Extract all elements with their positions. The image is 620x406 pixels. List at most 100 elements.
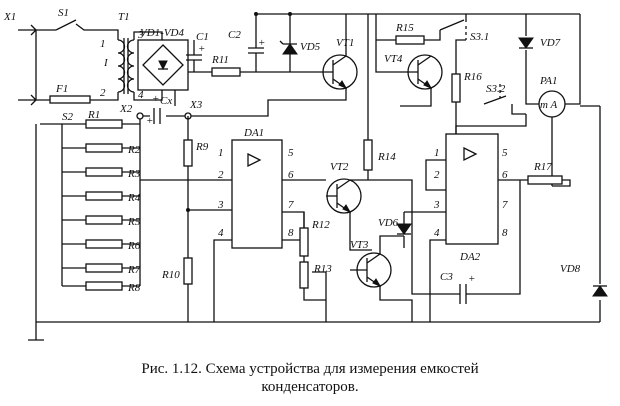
label-r9: R9 — [195, 141, 209, 153]
label-da1-pin8: 8 — [288, 227, 294, 239]
transformer-t1 — [117, 38, 135, 94]
label-s3-1: S3.1 — [470, 31, 489, 43]
label-da2-pin7: 7 — [502, 199, 508, 211]
label-winding-4: 4 — [138, 89, 144, 101]
wire-da2-inputs — [425, 159, 446, 322]
label-da2: DA2 — [459, 251, 481, 263]
resistor-r1[interactable] — [85, 119, 123, 129]
diode-vd6[interactable] — [396, 212, 412, 248]
label-vt4: VT4 — [384, 53, 403, 65]
junction-c2-top — [254, 12, 258, 16]
resistor-r15[interactable] — [395, 35, 425, 45]
label-r17: R17 — [533, 161, 552, 173]
resistor-r4[interactable] — [85, 191, 123, 201]
label-r10: R10 — [161, 269, 180, 281]
label-s1: S1 — [58, 7, 69, 19]
resistor-r11[interactable] — [211, 67, 241, 77]
resistor-r2[interactable] — [85, 143, 123, 153]
label-vd6: VD6 — [378, 217, 399, 229]
resistor-r7[interactable] — [85, 263, 123, 273]
label-f1: F1 — [55, 83, 68, 95]
label-x3: X3 — [189, 99, 203, 111]
label-vd5: VD5 — [300, 41, 321, 53]
terminal-x2[interactable] — [136, 112, 144, 120]
wire-ladder-right — [122, 123, 141, 287]
resistor-r17[interactable] — [527, 175, 563, 185]
wire-common-left — [35, 124, 600, 323]
label-da1-pin3: 3 — [217, 199, 224, 211]
resistor-r6[interactable] — [85, 239, 123, 249]
label-da2-pin4: 4 — [434, 227, 440, 239]
label-da1-pin4: 4 — [218, 227, 224, 239]
transistor-vt1[interactable] — [322, 54, 358, 90]
label-cx: Cx — [160, 95, 172, 107]
label-da2-pin1: 1 — [434, 147, 440, 159]
capacitor-cx[interactable] — [153, 108, 161, 124]
diode-vd8[interactable] — [580, 105, 608, 322]
opamp-da1[interactable] — [231, 139, 283, 249]
label-c2-plus: + — [258, 37, 265, 49]
wire-vt2-to-da2 — [368, 179, 440, 295]
label-c1-plus: + — [198, 43, 205, 55]
wire-pa1 — [525, 14, 581, 186]
wire-vt2-emitter — [349, 212, 372, 251]
label-vt3: VT3 — [350, 239, 369, 251]
label-x1: X1 — [3, 11, 16, 23]
wire-vt1-emitter — [267, 88, 347, 106]
wire-vt3 — [379, 235, 413, 322]
resistor-r16[interactable] — [451, 73, 461, 103]
zener-vd5[interactable] — [279, 30, 298, 72]
wire-x3 — [191, 106, 269, 117]
label-da1-pin6: 6 — [288, 169, 294, 181]
label-c3: C3 — [440, 271, 453, 283]
resistor-r5[interactable] — [85, 215, 123, 225]
transistor-vt4[interactable] — [405, 54, 443, 90]
wire-mains-top — [36, 23, 119, 40]
resistor-r14[interactable] — [363, 139, 373, 171]
wire-da1-pin4 — [213, 239, 232, 322]
label-da1: DA1 — [243, 127, 264, 139]
wire-r15 — [376, 30, 441, 41]
label-r12: R12 — [311, 219, 330, 231]
diode-bridge-vd1-vd4 — [137, 39, 189, 91]
resistor-r10[interactable] — [183, 257, 193, 285]
wire-vt4-base — [375, 14, 405, 73]
label-r4: R4 — [127, 192, 141, 204]
wire-secondary — [133, 31, 163, 101]
label-vt1: VT1 — [336, 37, 354, 49]
label-vd8: VD8 — [560, 263, 581, 275]
label-vd7: VD7 — [540, 37, 561, 49]
junction-r9-r10 — [186, 208, 190, 212]
caption-line-2: конденсаторов. — [261, 379, 359, 395]
label-r8: R8 — [127, 282, 141, 294]
opamp-da2[interactable] — [445, 133, 499, 245]
switch-s3-2[interactable] — [483, 95, 526, 115]
switch-s3-1[interactable] — [439, 14, 467, 31]
label-ma: m A — [540, 99, 557, 111]
label-r3: R3 — [127, 168, 141, 180]
resistor-r13[interactable] — [299, 261, 309, 289]
diode-vd7[interactable] — [518, 14, 534, 60]
label-r1: R1 — [87, 109, 100, 121]
transistor-vt3[interactable] — [350, 252, 392, 288]
wire-top-rail — [256, 13, 580, 30]
label-r14: R14 — [377, 151, 396, 163]
capacitor-c2[interactable] — [248, 14, 264, 72]
wire-r17-to-pa1 — [552, 179, 571, 187]
resistor-r12[interactable] — [299, 227, 309, 257]
resistor-r9[interactable] — [183, 139, 193, 167]
switch-s1[interactable] — [55, 19, 77, 31]
label-r11: R11 — [211, 54, 229, 66]
capacitor-c3[interactable] — [440, 180, 521, 304]
capacitor-c1[interactable] — [186, 40, 202, 72]
resistor-r8[interactable] — [85, 281, 123, 291]
label-t1: T1 — [118, 11, 130, 23]
resistor-r3[interactable] — [85, 167, 123, 177]
label-r16: R16 — [463, 71, 482, 83]
wire-r9-r10 — [187, 116, 232, 322]
label-bridge-plus: + — [152, 93, 159, 105]
transistor-vt2[interactable] — [326, 178, 362, 214]
wire-vt4-emitter — [400, 88, 432, 107]
resistor-ladder — [85, 119, 123, 291]
figure-caption: Рис. 1.12. Схема устройства для измерени… — [0, 360, 620, 396]
